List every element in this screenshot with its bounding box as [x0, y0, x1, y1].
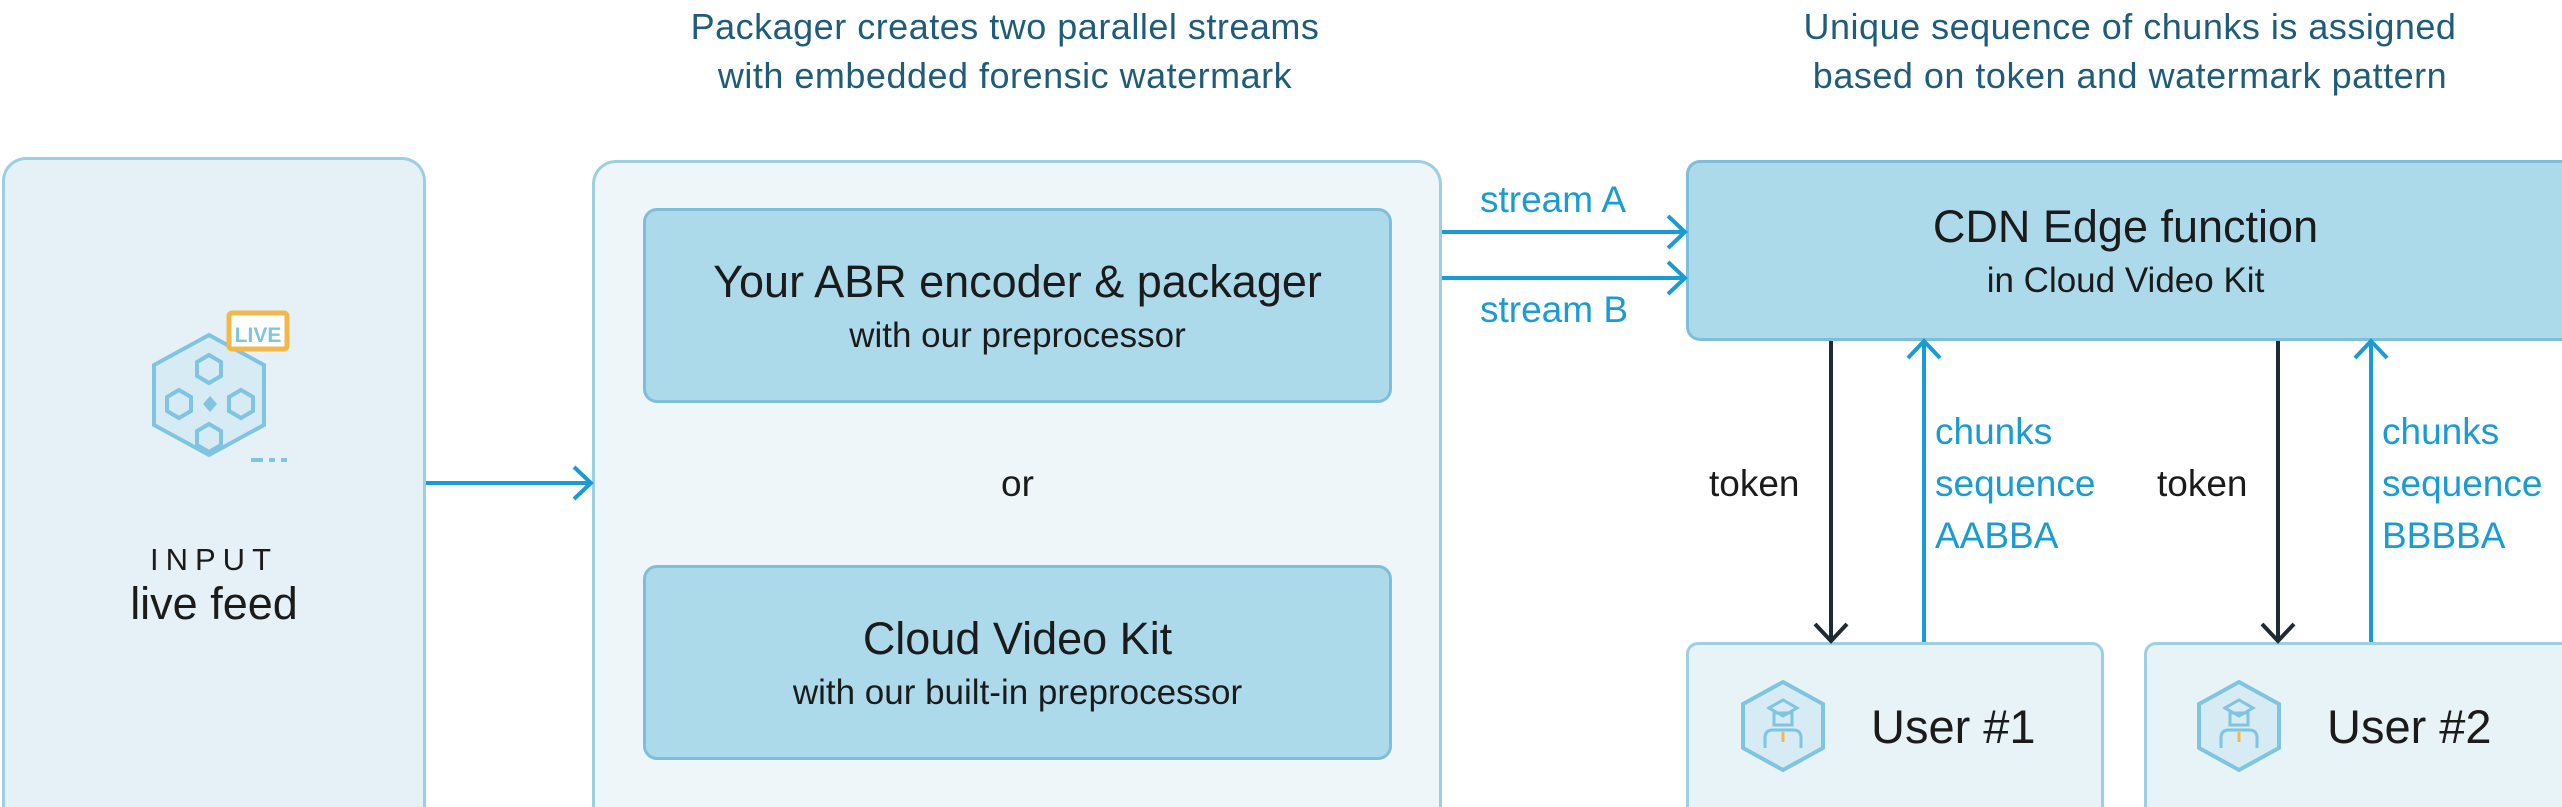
sequence-caption-line-1: Unique sequence of chunks is assigned [1803, 6, 2457, 47]
chunks-label-2-line-2: sequence [2382, 463, 2543, 504]
packager-caption-line-2: with embedded forensic watermark [717, 55, 1293, 96]
stream-b-arrow [1442, 260, 1688, 296]
token-arrow-2 [2260, 341, 2296, 644]
user-1-label: User #1 [1871, 699, 2036, 753]
chunks-arrow-2 [2353, 338, 2389, 642]
stream-a-label: stream A [1480, 179, 1626, 220]
token-label-2: token [2157, 463, 2248, 504]
cdn-edge-box: CDN Edge function in Cloud Video Kit [1686, 160, 2562, 341]
cdn-edge-title: CDN Edge function [1932, 200, 2319, 252]
chunks-label-2-line-1: chunks [2382, 411, 2500, 452]
token-arrow-1 [1813, 341, 1849, 644]
live-feed-label: live feed [130, 578, 298, 629]
chunks-label-1-line-2: sequence [1935, 463, 2096, 504]
user-2-icon [2197, 679, 2281, 773]
chunks-label-1: chunks sequence AABBA [1935, 406, 2095, 562]
stream-a-arrow [1442, 214, 1688, 250]
chunks-label-2-line-3: BBBBA [2382, 515, 2506, 556]
user-1-box: User #1 [1686, 642, 2104, 807]
abr-encoder-box: Your ABR encoder & packager with our pre… [643, 208, 1392, 403]
cloud-video-kit-title: Cloud Video Kit [862, 612, 1173, 664]
input-label: INPUT [150, 542, 278, 577]
abr-encoder-subtitle: with our preprocessor [849, 315, 1186, 355]
cloud-video-kit-box: Cloud Video Kit with our built-in prepro… [643, 565, 1392, 760]
chunks-label-1-line-3: AABBA [1935, 515, 2059, 556]
token-label-1: token [1709, 463, 1800, 504]
user-2-label: User #2 [2327, 699, 2492, 753]
stream-b-label: stream B [1480, 289, 1629, 330]
cloud-video-kit-subtitle: with our built-in preprocessor [792, 672, 1243, 712]
sequence-caption: Unique sequence of chunks is assigned ba… [1700, 2, 2560, 100]
user-1-icon [1741, 679, 1825, 773]
chunks-arrow-1 [1906, 338, 1942, 642]
chunks-label-2: chunks sequence BBBBA [2382, 406, 2542, 562]
sequence-caption-line-2: based on token and watermark pattern [1812, 55, 2448, 96]
user-2-box: User #2 [2144, 642, 2562, 807]
live-video-icon [152, 310, 290, 462]
or-label: or [1001, 463, 1034, 504]
live-badge: LIVE [234, 324, 282, 347]
input-to-packager-arrow [426, 465, 594, 501]
cdn-edge-subtitle: in Cloud Video Kit [1986, 260, 2265, 300]
chunks-label-1-line-1: chunks [1935, 411, 2053, 452]
packager-caption-line-1: Packager creates two parallel streams [690, 6, 1320, 47]
packager-caption: Packager creates two parallel streams wi… [600, 2, 1410, 100]
input-box: LIVE INPUT live feed [2, 157, 426, 807]
abr-encoder-title: Your ABR encoder & packager [713, 255, 1322, 307]
